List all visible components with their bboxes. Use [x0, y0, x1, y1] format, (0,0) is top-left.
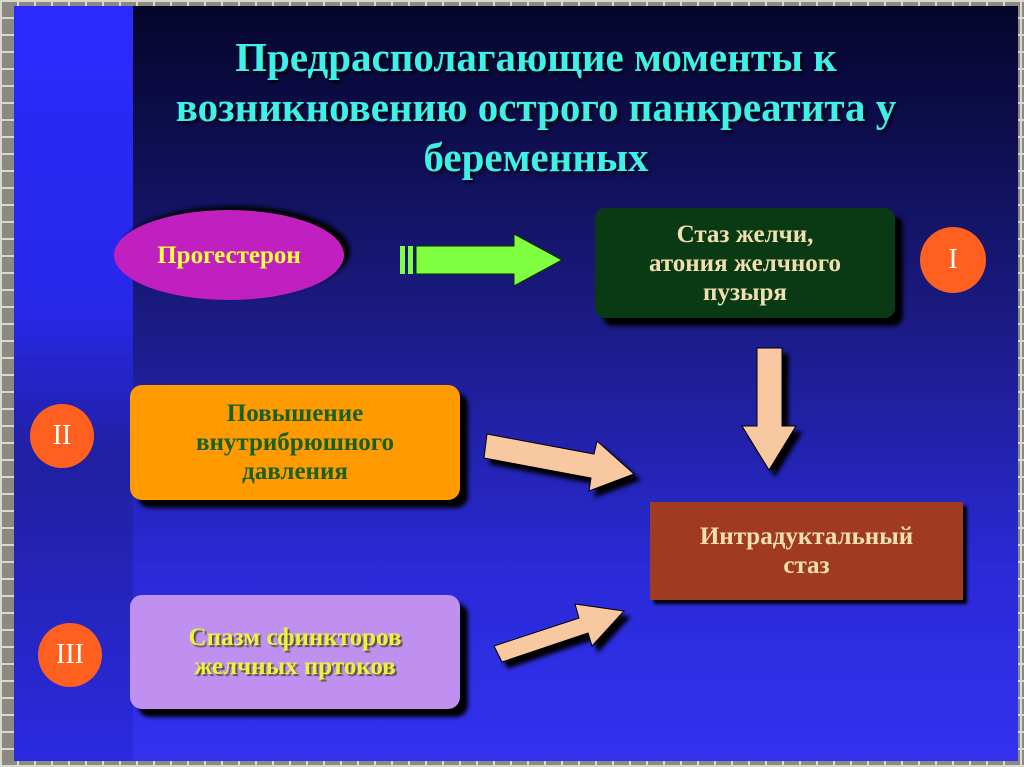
arrow-from-spasm: [493, 603, 626, 663]
spasm-line-2: желчных пртоков: [194, 653, 396, 680]
pressure-node: Повышение внутрибрюшного давления: [130, 385, 460, 500]
slide: Предрасполагающие моменты к возникновени…: [14, 6, 1018, 761]
title-line-1: Предрасполагающие моменты к: [235, 34, 837, 80]
arrow-from-pressure: [483, 433, 635, 492]
progesterone-label: Прогестерон: [157, 241, 301, 269]
bile-stasis-node: Стаз желчи, атония желчного пузыря: [595, 208, 895, 318]
pressure-line-1: Повышение: [226, 400, 364, 427]
intraductal-line-1: Интрадуктальный: [699, 523, 914, 550]
green-arrow: [400, 233, 564, 287]
bile-stasis-line-3: пузыря: [703, 278, 787, 306]
intraductal-node: Интрадуктальный стаз: [650, 502, 963, 600]
title-line-2: возникновению острого панкреатита у: [175, 84, 897, 130]
bile-stasis-line-1: Стаз желчи,: [676, 220, 814, 248]
intraductal-line-2: стаз: [783, 552, 830, 579]
down-arrow: [741, 347, 797, 471]
marker-one: I: [920, 227, 986, 293]
pressure-line-3: давления: [242, 458, 348, 485]
arrows: [400, 233, 797, 663]
marker-three: III: [38, 623, 102, 687]
marker-two: II: [30, 404, 94, 468]
pressure-line-2: внутрибрюшного: [195, 429, 395, 456]
progesterone-node: Прогестерон: [114, 210, 344, 300]
title-line-3: беременных: [423, 134, 649, 180]
bile-stasis-line-2: атония желчного: [648, 249, 842, 277]
spasm-node: Спазм сфинкторов желчных пртоков: [130, 595, 460, 709]
spasm-line-1: Спазм сфинкторов: [188, 624, 402, 651]
